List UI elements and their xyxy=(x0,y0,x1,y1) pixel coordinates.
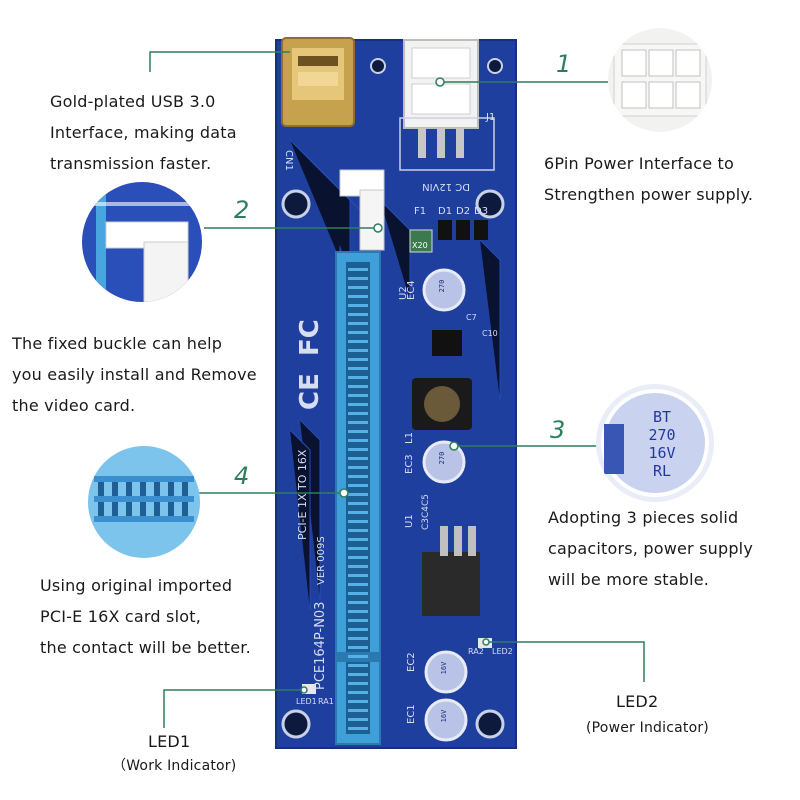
capacitor-ec4 xyxy=(422,268,466,312)
slot-buckle xyxy=(339,169,385,251)
label-d2: D2 xyxy=(456,206,470,217)
cap-ec3-text: 270 xyxy=(438,452,446,465)
buckle-description: The fixed buckle can help you easily ins… xyxy=(12,334,257,415)
label-ra2: RA2 xyxy=(468,647,484,656)
callout-number-4: 4 xyxy=(234,462,250,490)
callout-number-3: 3 xyxy=(550,416,566,444)
label-fc: FC xyxy=(295,319,325,356)
label-u2: U2 xyxy=(398,286,409,300)
label-c3c4c5: C3C4C5 xyxy=(421,494,431,530)
label-bus: PCI-E 1X TO 16X xyxy=(296,449,309,540)
inductor-l1 xyxy=(412,378,472,430)
led2-subtitle: (Power Indicator) xyxy=(586,720,709,736)
led1-chip xyxy=(302,684,316,694)
cap-zoom-line-2: 270 xyxy=(648,426,675,444)
label-fuse: X20 xyxy=(412,241,428,250)
led1-subtitle: （Work Indicator) xyxy=(112,758,237,774)
cap-zoom-line-1: BT xyxy=(653,408,671,426)
led1-title: LED1 xyxy=(148,732,191,751)
callout-six-pin-zoom xyxy=(608,28,712,132)
slot-pins xyxy=(348,268,368,730)
callout-number-2: 2 xyxy=(234,196,250,224)
label-led-a: LED1 xyxy=(296,697,317,706)
usb-connector xyxy=(281,37,355,127)
label-c7: C7 xyxy=(466,313,477,322)
label-l1: L1 xyxy=(404,432,415,444)
callout-number-1: 1 xyxy=(556,50,572,78)
callout-buckle-zoom xyxy=(82,182,202,302)
label-ra1: RA1 xyxy=(318,697,334,706)
cap-ec1-text: 16V xyxy=(440,709,448,722)
label-version: VER 009S xyxy=(316,536,327,585)
six-pin-description: 6Pin Power Interface to Strengthen power… xyxy=(544,154,754,204)
callout-slot-zoom xyxy=(88,446,200,558)
label-ec2: EC2 xyxy=(406,652,417,672)
leader-led2 xyxy=(486,641,645,682)
pcb-board xyxy=(276,40,516,748)
slot-description: Using original imported PCI-E 16X card s… xyxy=(40,576,251,657)
label-model: PCE164P-N03 xyxy=(313,602,328,690)
six-pin-connector xyxy=(399,39,495,171)
label-u1: U1 xyxy=(404,514,415,528)
chip-u2 xyxy=(432,330,462,356)
callout-capacitor-zoom: BT 270 16V RL xyxy=(596,384,714,502)
label-j1: J1 xyxy=(485,112,495,123)
capacitor-ec2 xyxy=(424,650,468,694)
usb-description: Gold-plated USB 3.0 Interface, making da… xyxy=(50,92,237,173)
label-dc: DC 12VIN xyxy=(422,181,470,192)
leader-usb xyxy=(149,51,290,72)
label-ce: CE xyxy=(295,373,325,410)
capacitor-ec1 xyxy=(424,698,468,742)
label-f1: F1 xyxy=(414,206,426,217)
label-d1: D1 xyxy=(438,206,452,217)
label-d3: D3 xyxy=(474,206,488,217)
label-c10: C10 xyxy=(482,329,498,338)
label-ec4: EC4 xyxy=(406,280,417,300)
capacitor-description: Adopting 3 pieces solid capacitors, powe… xyxy=(548,508,753,589)
led2-title: LED2 xyxy=(616,692,659,711)
mounting-holes xyxy=(281,58,505,739)
cap-zoom-line-3: 16V xyxy=(648,444,675,462)
leader-led1 xyxy=(163,689,304,728)
label-ec1: EC1 xyxy=(406,704,417,724)
cap-ec2-text: 16V xyxy=(440,661,448,674)
label-led-b: LED2 xyxy=(492,647,513,656)
label-cn1: CN1 xyxy=(283,150,294,171)
cap-ec4-text: 270 xyxy=(438,280,446,293)
leader-lines xyxy=(149,51,645,728)
cap-zoom-line-4: RL xyxy=(653,462,671,480)
fuse-diodes xyxy=(409,220,488,253)
capacitor-ec3 xyxy=(422,440,466,484)
regulator-u1 xyxy=(422,526,480,616)
label-ec3: EC3 xyxy=(404,454,415,474)
